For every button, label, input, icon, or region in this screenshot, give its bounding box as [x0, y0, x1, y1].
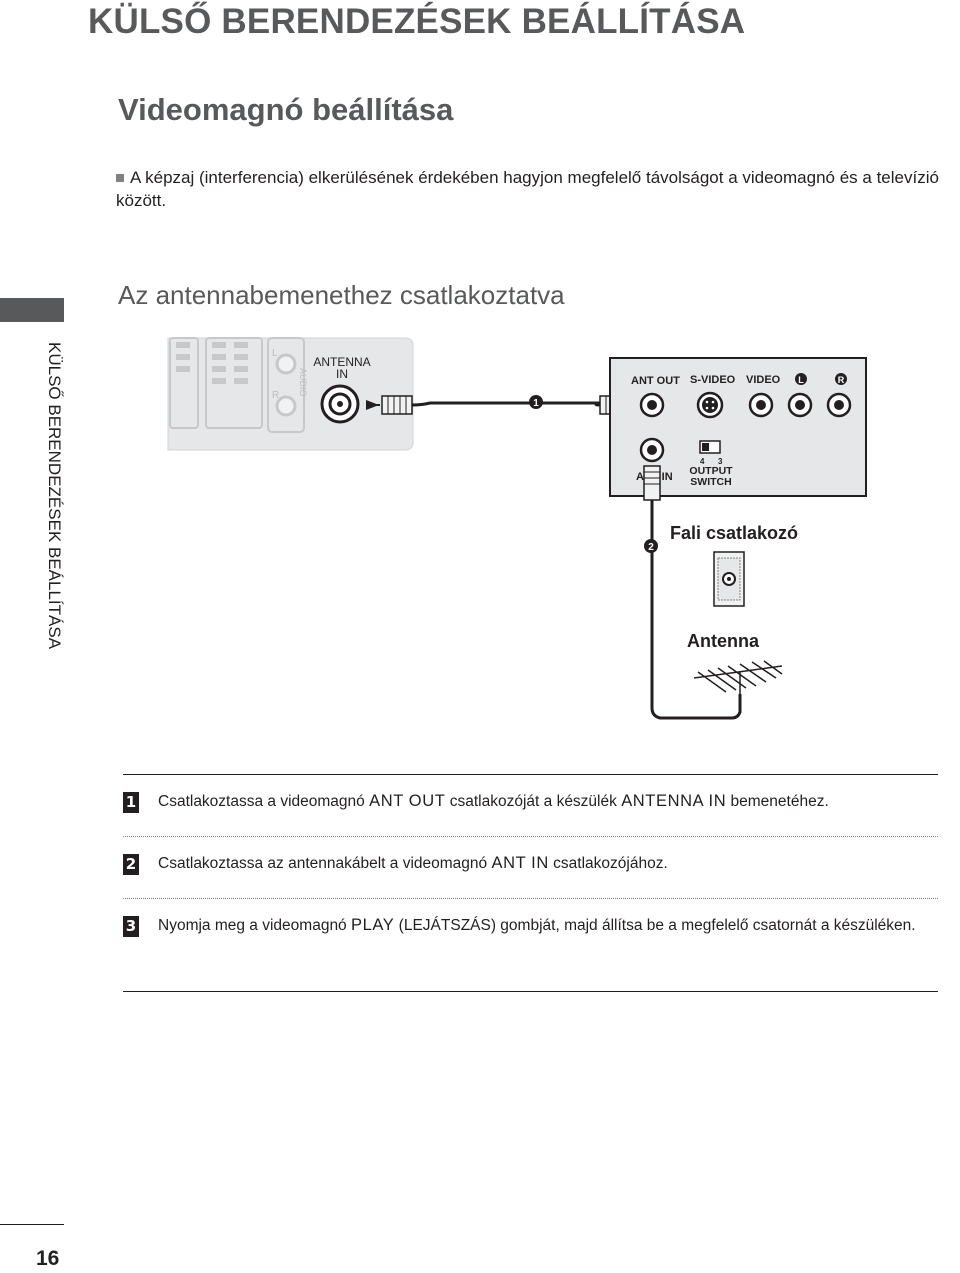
vcr-switch-3-label: 3 — [718, 457, 723, 466]
tv-audio-l-label: L — [272, 348, 278, 359]
antenna-label: Antenna — [687, 631, 760, 651]
step-text: Csatlakoztassa az antennakábelt a videom… — [158, 854, 668, 872]
vcr-ant-out-jack-icon — [639, 392, 665, 418]
step-item-2: 2 Csatlakoztassa az antennakábelt a vide… — [123, 837, 938, 898]
tv-antenna-in-label-1: ANTENNA — [313, 355, 370, 369]
step-text: Nyomja meg a videomagnó PLAY (LEJÁTSZÁS)… — [158, 916, 916, 934]
vcr-s-video-jack-icon — [696, 391, 724, 419]
svg-text:2: 2 — [648, 542, 654, 553]
vcr-video-label: VIDEO — [746, 374, 781, 386]
footer-rule — [0, 1224, 64, 1225]
vcr-output-switch-label-2: SWITCH — [690, 476, 731, 488]
step-item-1: 1 Csatlakoztassa a videomagnó ANT OUT cs… — [123, 775, 938, 836]
audio-r-jack-icon — [275, 395, 297, 417]
steps-top-rule — [123, 774, 938, 775]
section-title: Videomagnó beállítása — [118, 92, 454, 127]
vcr-r-label: R — [838, 375, 845, 385]
side-tab-marker — [0, 298, 64, 322]
steps-list: 1 Csatlakoztassa a videomagnó ANT OUT cs… — [123, 774, 938, 992]
vcr-l-label: L — [798, 375, 804, 385]
tv-rear-panel: L R AUDIO ANTENNA IN — [167, 337, 414, 451]
step-number: 1 — [123, 792, 139, 813]
marker-1: 1 — [529, 395, 543, 409]
svg-text:1: 1 — [533, 398, 539, 409]
tv-antenna-in-socket-icon — [320, 384, 360, 424]
step-number: 3 — [123, 916, 139, 937]
vcr-output-switch-label-1: OUTPUT — [689, 465, 733, 477]
page-title: KÜLSŐ BERENDEZÉSEK BEÁLLÍTÁSA — [88, 2, 746, 41]
page-number: 16 — [36, 1247, 60, 1270]
subsection-title: Az antennabemenethez csatlakoztatva — [118, 280, 565, 310]
step-divider — [123, 898, 938, 899]
cable-2 — [643, 465, 742, 720]
step-text: Csatlakoztassa a videomagnó ANT OUT csat… — [158, 792, 829, 810]
tv-antenna-in-label-2: IN — [336, 367, 348, 381]
vcr-audio-l-jack-icon — [787, 392, 813, 418]
vcr-ant-in-jack-icon — [639, 437, 665, 463]
audio-l-jack-icon — [275, 353, 297, 375]
tv-audio-label: AUDIO — [298, 368, 308, 397]
step-item-3: 3 Nyomja meg a videomagnó PLAY (LEJÁTSZÁ… — [123, 899, 938, 991]
vcr-ant-out-label: ANT OUT — [631, 375, 680, 387]
note-paragraph: A képzaj (interferencia) elkerülésének é… — [116, 166, 958, 212]
vcr-video-jack-icon — [748, 392, 774, 418]
vcr-switch-4-label: 4 — [700, 457, 705, 466]
side-chapter-label: KÜLSŐ BERENDEZÉSEK BEÁLLÍTÁSA — [45, 342, 64, 650]
vcr-s-video-label: S-VIDEO — [690, 374, 736, 386]
step-number: 2 — [123, 854, 139, 875]
coax-plug-tv-icon — [381, 395, 413, 415]
wall-socket-label: Fali csatlakozó — [670, 523, 798, 543]
connection-diagram: L R AUDIO ANTENNA IN 1 ANT OUT S-VIDEO V… — [167, 337, 867, 720]
tv-audio-r-label: R — [272, 390, 279, 401]
vcr-output-switch-icon — [699, 440, 721, 454]
antenna-icon — [693, 660, 783, 694]
bullet-square-icon — [116, 173, 124, 182]
steps-bottom-rule — [123, 991, 938, 992]
note-text: A képzaj (interferencia) elkerülésének é… — [116, 168, 939, 210]
vcr-audio-r-jack-icon — [826, 392, 852, 418]
marker-2: 2 — [644, 539, 658, 553]
wall-socket-icon — [713, 551, 745, 607]
step-divider — [123, 836, 938, 837]
cable-1 — [411, 401, 601, 407]
